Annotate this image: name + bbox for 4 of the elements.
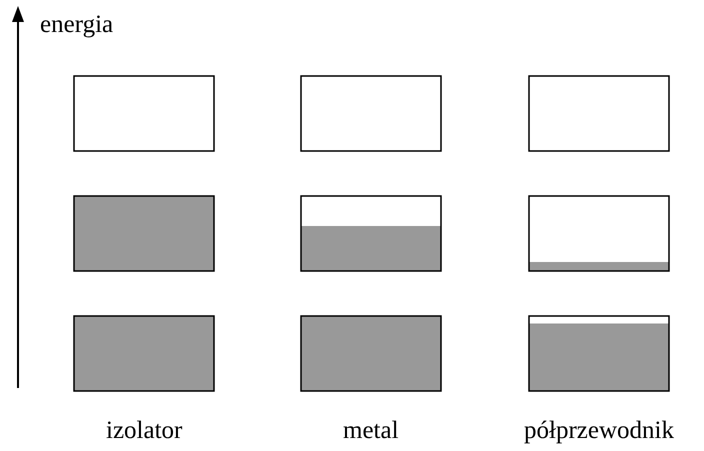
- column-label: półprzewodnik: [524, 418, 674, 443]
- column-label: izolator: [106, 418, 182, 443]
- axis-label: energia: [40, 12, 114, 37]
- column-label: metal: [343, 418, 399, 443]
